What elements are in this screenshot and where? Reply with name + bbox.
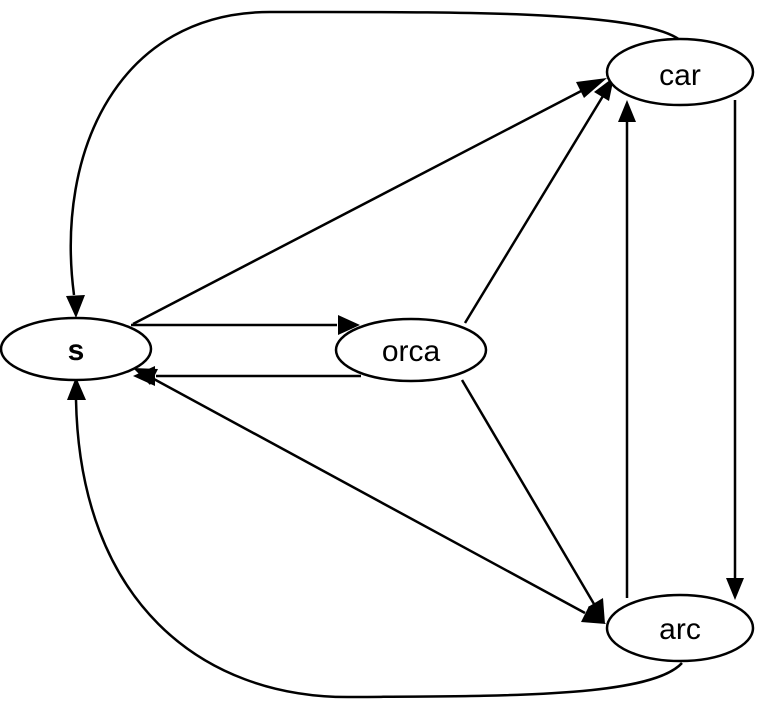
edge-orca-to-arc [460, 379, 596, 605]
arrowhead-car-to-arc [726, 578, 744, 600]
node-s: s [0, 316, 153, 382]
node-s-ellipse [0, 316, 153, 382]
node-car-ellipse [605, 37, 755, 107]
arrowhead-diagonal-at-arc [581, 606, 606, 624]
node-orca-ellipse [334, 317, 488, 383]
node-arc-ellipse [605, 593, 755, 663]
node-s-label: s [68, 334, 85, 367]
edge-s-arc-diagonal [151, 376, 586, 615]
node-car: car [605, 37, 755, 107]
node-arc: arc [605, 593, 755, 663]
arrowhead-diagonal-at-s [133, 368, 158, 385]
edge-s-to-car [132, 87, 586, 326]
arrowhead-s-to-car [576, 78, 607, 98]
edge-car-to-s-curve [69, 10, 681, 296]
edge-arc-to-s-curve [74, 399, 683, 699]
arrowhead-arc-to-s [67, 377, 86, 400]
arrowhead-orca-to-arc [588, 598, 605, 624]
node-orca: orca [334, 317, 488, 383]
node-arc-label: arc [659, 613, 701, 646]
arrowhead-orca-to-car [594, 77, 614, 101]
arrowhead-s-to-orca [338, 315, 360, 335]
arrowhead-arc-to-car [618, 100, 636, 122]
edge-orca-to-car [463, 95, 605, 324]
edges [66, 10, 744, 699]
arrowhead-car-to-s [66, 295, 85, 318]
node-car-label: car [659, 59, 701, 92]
node-orca-label: orca [382, 335, 441, 368]
